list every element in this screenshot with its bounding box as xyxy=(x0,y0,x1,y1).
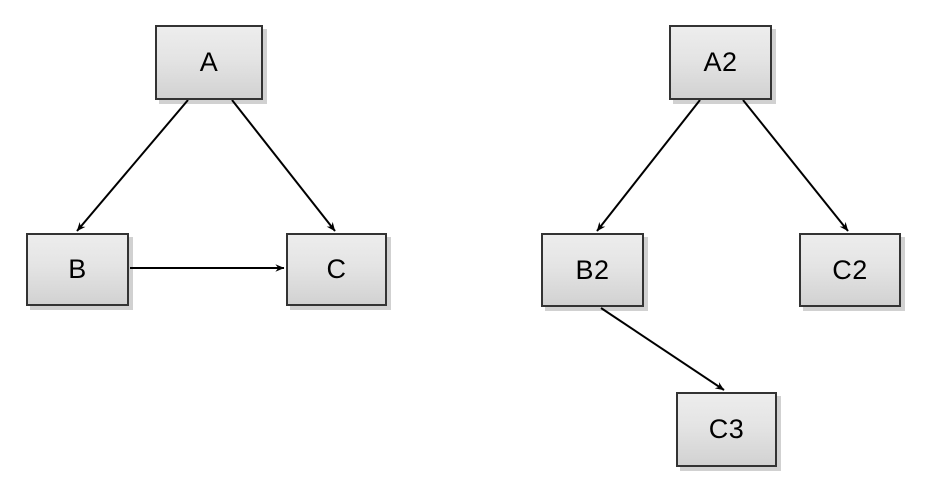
node-c[interactable]: C xyxy=(286,233,387,306)
node-label-c: C xyxy=(326,254,347,284)
node-label-c3: C3 xyxy=(708,414,745,444)
node-a2[interactable]: A2 xyxy=(669,25,772,100)
node-label-c2: C2 xyxy=(832,254,868,285)
node-b[interactable]: B xyxy=(26,233,129,306)
edge-a-to-b xyxy=(76,99,189,232)
edge-a2-to-c2 xyxy=(742,99,849,232)
edge-a-to-c xyxy=(231,99,336,232)
node-c3[interactable]: C3 xyxy=(676,392,777,467)
node-c2[interactable]: C2 xyxy=(799,233,901,307)
edge-b2-to-c3 xyxy=(600,307,725,391)
node-label-a2: A2 xyxy=(703,47,738,77)
edge-a2-to-b2 xyxy=(596,99,701,232)
node-label-b: B xyxy=(68,254,87,284)
node-label-b2: B2 xyxy=(575,254,610,285)
node-label-a: A xyxy=(199,47,219,77)
node-b2[interactable]: B2 xyxy=(541,233,644,307)
node-a[interactable]: A xyxy=(155,25,263,100)
